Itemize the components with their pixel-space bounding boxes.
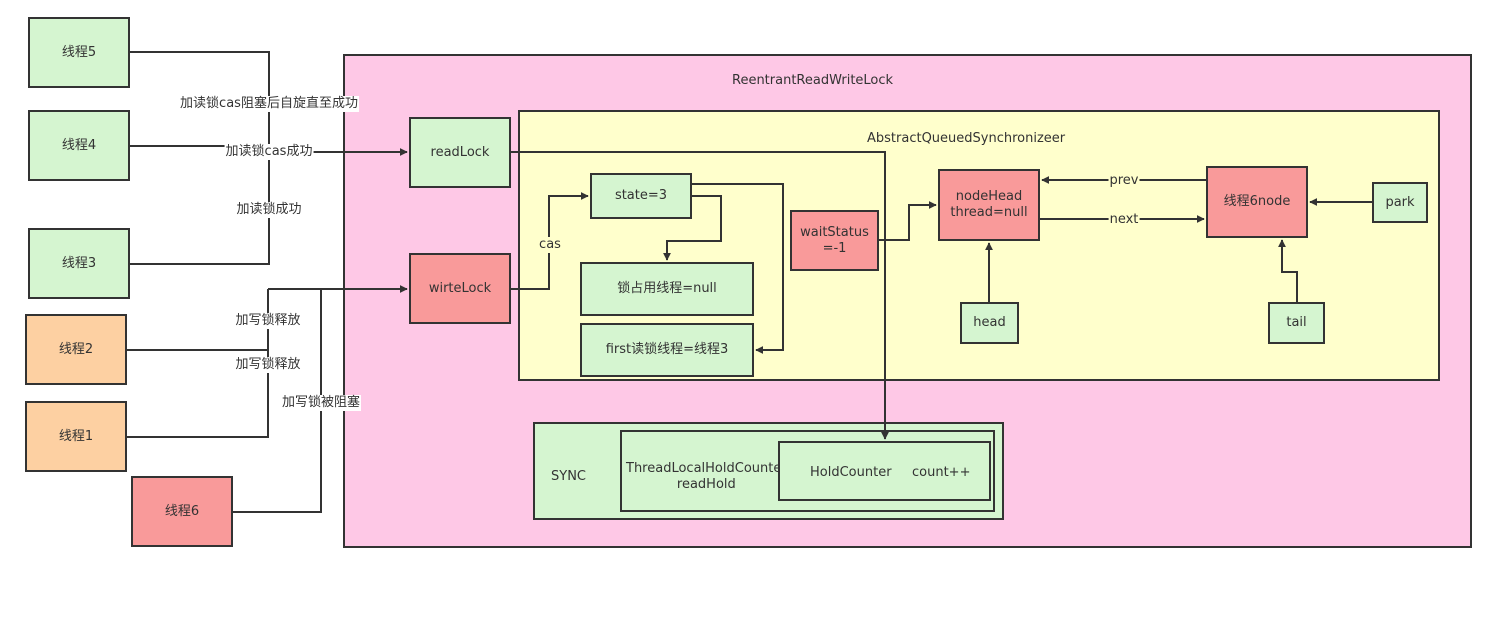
thread-1-edge [127,289,269,438]
thread-6-edge-label: 加写锁被阻塞 [280,395,362,411]
thread-3-node: 线程3 [28,228,130,299]
count-label: count++ [912,465,971,480]
thread-6-edge [233,289,322,513]
thread-6-queue-node: 线程6node [1206,166,1308,238]
first-reader-node: first读锁线程=线程3 [580,323,754,377]
tail-pointer-edge [1278,239,1298,302]
aqs-region-title: AbstractQueuedSynchronizeer [867,131,1066,146]
hold-counter-label: HoldCounter [810,465,892,480]
thread-5-node: 线程5 [28,17,130,88]
state-to-owner-edge [663,195,722,261]
thread-3-edge [130,152,270,265]
thread-2-node: 线程2 [25,314,127,385]
cas-edge-label: cas [538,237,562,253]
state-node: state=3 [590,173,692,219]
head-pointer-node: head [960,302,1019,344]
tail-pointer-node: tail [1268,302,1325,344]
thread-5-edge [130,51,270,152]
thread-2-edge-label: 加写锁释放 [234,313,302,329]
thread-5-edge-label: 加读锁cas阻塞后自旋直至成功 [179,96,359,112]
owner-thread-node: 锁占用线程=null [580,262,754,316]
prev-edge-label: prev [1108,173,1140,189]
thread-4-node: 线程4 [28,110,130,181]
node-head-node: nodeHead thread=null [938,169,1040,241]
read-lock-node: readLock [409,117,511,188]
threadlocal-hold-counter-label: ThreadLocalHoldCounter readHold [626,461,787,492]
next-edge-label: next [1108,212,1140,228]
hold-counter-box: HoldCounter count++ [778,441,991,501]
thread-3-edge-label: 加读锁成功 [235,202,303,218]
thread-6-node: 线程6 [131,476,233,547]
state-to-first-reader-edge [692,183,784,354]
wait-status-node: waitStatus =-1 [790,210,879,271]
thread-1-node: 线程1 [25,401,127,472]
thread-4-edge-label: 加读锁cas成功 [224,144,314,160]
wait-status-to-node-head-edge [879,201,937,241]
read-lock-to-hold-counter-edge [511,151,889,440]
park-node: park [1372,182,1428,223]
sync-label: SYNC [551,469,586,484]
outer-region-title: ReentrantReadWriteLock [732,73,894,88]
write-lock-node: wirteLock [409,253,511,324]
thread-1-edge-label: 加写锁释放 [234,357,302,373]
